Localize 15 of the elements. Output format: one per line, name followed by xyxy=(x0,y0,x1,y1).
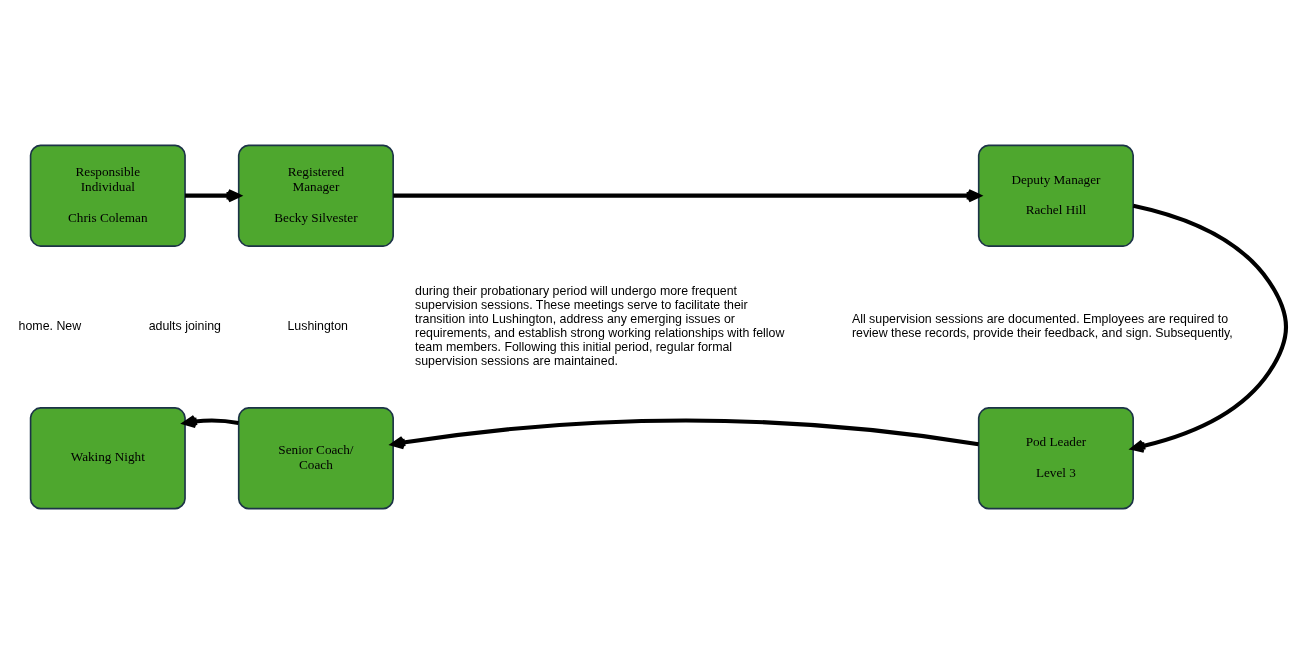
arrow xyxy=(185,188,241,203)
arrow xyxy=(1130,203,1288,453)
node-box: Pod Leader Level 3 xyxy=(977,407,1134,510)
node-box: Waking Night xyxy=(29,407,186,510)
label: home. New xyxy=(18,318,82,333)
label: during their probationary period will undergo more frequent supervision sessions. These meetings serve to facilitate their transition into Lushington, address any emerging issues or requirements, and establish strong working relationships with fellow team members. Following this initial period, regular formal supervision sessions are maintained. xyxy=(415,283,785,368)
label: adults joining xyxy=(148,318,221,333)
node-box: Senior Coach/ Coach xyxy=(237,407,394,510)
node-box: Registered Manager Becky Silvester xyxy=(237,144,394,247)
node-box: Deputy Manager Rachel Hill xyxy=(977,144,1134,247)
arrow xyxy=(390,418,979,450)
label: Lushington xyxy=(287,318,348,333)
node-box: Responsible Individual Chris Coleman xyxy=(29,144,186,247)
arrow xyxy=(182,414,239,429)
label: All supervision sessions are documented. Employees are required to review these records, provide their feedback, and sign. Subsequently, xyxy=(851,311,1233,340)
